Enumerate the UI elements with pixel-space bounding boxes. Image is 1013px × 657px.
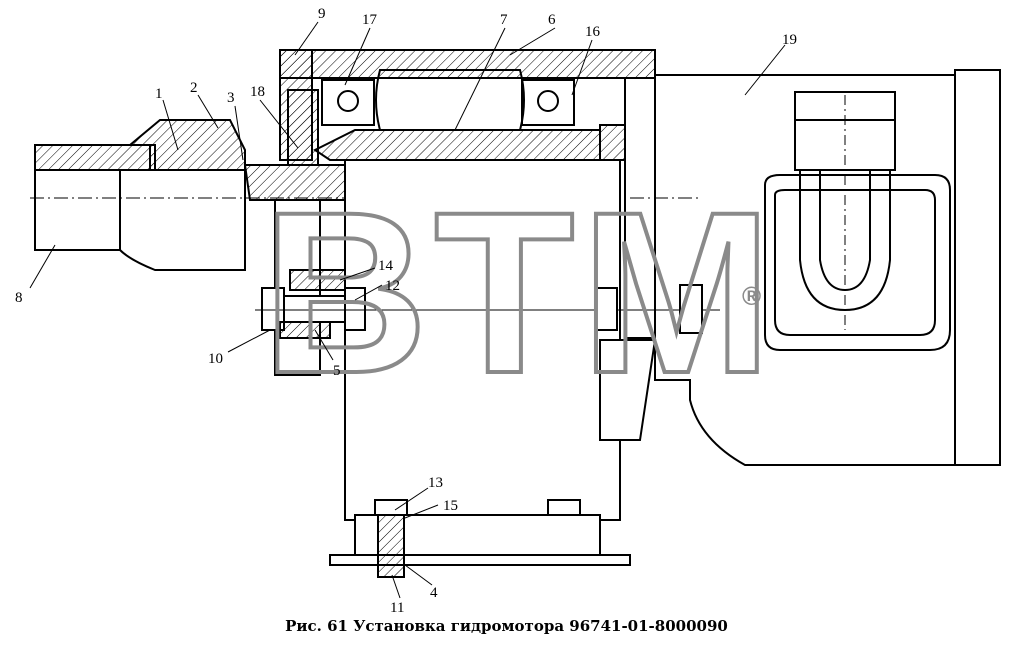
base-foot	[329, 554, 631, 566]
leader-1	[162, 99, 179, 151]
callout-17: 17	[362, 12, 378, 28]
washer-14	[289, 269, 346, 291]
callout-5: 5	[333, 363, 341, 379]
leader-18	[259, 99, 299, 149]
callout-9: 9	[318, 6, 326, 22]
watermark-registered-mark: ®	[742, 281, 761, 311]
bearing-17-ball	[337, 90, 359, 112]
leader-12	[354, 284, 383, 301]
callout-6: 6	[548, 12, 556, 28]
shaft-sleeve	[313, 129, 601, 161]
housing-top	[279, 49, 656, 79]
leader-19	[744, 44, 786, 96]
motor-body	[654, 74, 956, 466]
bolt-right-head	[547, 499, 581, 516]
coupling-sleeve-2	[127, 119, 246, 176]
leader-14	[339, 267, 376, 281]
callout-labels: 1 2 3 4 5 6 7 8 9 10 11 12 13 14 15 16 1…	[15, 6, 797, 616]
leader-2	[197, 94, 219, 129]
right-bolt-head	[679, 284, 703, 334]
callout-15: 15	[443, 498, 458, 514]
bolt-11	[377, 514, 405, 578]
coupling-hub	[119, 169, 246, 271]
housing-right-wall	[624, 77, 656, 339]
leader-17	[344, 27, 371, 86]
callout-3: 3	[227, 90, 235, 106]
callout-12: 12	[385, 278, 400, 294]
callout-7: 7	[500, 12, 508, 28]
callout-4: 4	[430, 585, 438, 601]
motor-port-inner	[774, 189, 936, 336]
bearing-16-ball	[537, 90, 559, 112]
callout-14: 14	[378, 258, 394, 274]
leader-11	[391, 574, 401, 599]
leader-7	[454, 27, 506, 131]
callout-16: 16	[585, 24, 601, 40]
bolt-13-head	[374, 499, 408, 516]
nut-12	[344, 287, 366, 331]
leader-9	[294, 21, 319, 56]
bracket-gusset	[599, 339, 657, 441]
motor-port-outline	[764, 174, 951, 351]
bearing-16	[521, 79, 575, 126]
bolt-10-shank	[283, 295, 355, 323]
drawing-lines	[30, 49, 1001, 578]
leader-13	[394, 487, 429, 511]
callout-13: 13	[428, 475, 443, 491]
callout-2: 2	[190, 80, 198, 96]
leader-5	[314, 329, 334, 361]
seal-ring	[599, 124, 626, 161]
bearing-17	[321, 79, 375, 126]
leader-8	[29, 244, 56, 289]
leader-3	[234, 105, 244, 161]
watermark-logo: BTM	[262, 164, 778, 421]
figure-caption: Рис. 61 Установка гидромотора 96741-01-8…	[285, 617, 728, 635]
callout-19: 19	[782, 32, 797, 48]
cover-9	[287, 89, 319, 166]
coupling-flange	[34, 144, 156, 174]
motor-flange	[954, 69, 1001, 466]
leader-4	[404, 564, 433, 586]
callout-1: 1	[155, 86, 163, 102]
callout-11: 11	[390, 600, 404, 616]
callout-8: 8	[15, 290, 23, 306]
leader-6	[509, 27, 556, 56]
leader-15	[404, 504, 439, 519]
leader-10	[227, 329, 271, 353]
callout-10: 10	[208, 351, 223, 367]
callout-18: 18	[250, 84, 265, 100]
leader-lines	[29, 21, 786, 599]
coupling-body-8	[34, 169, 121, 251]
leader-16	[571, 39, 593, 96]
right-nut	[594, 287, 618, 331]
